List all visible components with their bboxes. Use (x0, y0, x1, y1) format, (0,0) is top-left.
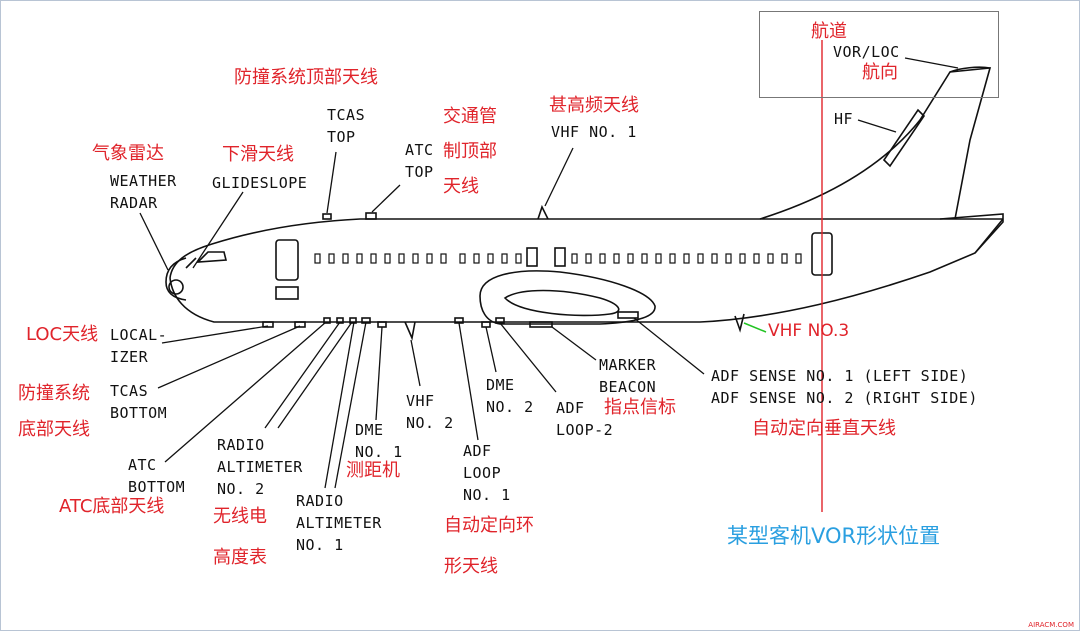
label-atc-top: ATC TOP (405, 141, 434, 181)
wing-fairing (479, 270, 656, 325)
label-dme2: DME NO. 2 (486, 376, 534, 416)
cn-radio-altimeter: 无线电 高度表 (213, 506, 267, 568)
marker-beacon-antenna (529, 321, 553, 328)
hf-antenna (882, 108, 926, 168)
diagram-caption: 某型客机VOR形状位置 (727, 524, 941, 548)
cn-heading: 航道 (811, 21, 847, 42)
cockpit-window (195, 251, 228, 263)
tcas-bottom-antenna (294, 321, 306, 328)
watermark: AIRACM.COM (1028, 621, 1074, 629)
cn-adf-loop: 自动定向环 形天线 (444, 515, 534, 577)
label-vhf1: VHF NO. 1 (551, 123, 637, 141)
cn-dme: 测距机 (346, 460, 400, 481)
label-vhf2: VHF NO. 2 (406, 392, 454, 432)
adf-sense-antenna (617, 311, 639, 319)
label-adf-loop2: ADF LOOP-2 (556, 399, 614, 439)
cn-loc: LOC天线 (26, 324, 99, 345)
cn-glideslope: 下滑天线 (222, 144, 294, 165)
vhf3-leader (743, 322, 767, 333)
label-vhf3: VHF NO.3 (768, 321, 850, 341)
label-atc-bottom: ATC BOTTOM (128, 456, 186, 496)
passenger-windows (314, 253, 802, 264)
overwing-exit-2 (554, 247, 566, 267)
cn-tcas-top: 防撞系统顶部天线 (234, 67, 378, 88)
label-tcas-top: TCAS TOP (327, 106, 366, 146)
label-dme1: DME NO. 1 (355, 421, 403, 461)
cn-marker-beacon: 指点信标 (604, 397, 676, 418)
cn-tcas-bottom: 防撞系统 底部天线 (18, 383, 90, 440)
vertical-tail (759, 67, 992, 220)
forward-door (275, 239, 299, 281)
vhf3-antenna (734, 313, 745, 333)
vhf2-antenna (404, 321, 416, 341)
label-adf-loop1: ADF LOOP NO. 1 (463, 442, 511, 504)
tail-top (949, 66, 991, 73)
leader-lines (139, 57, 959, 489)
cargo-door (275, 286, 299, 300)
cn-adf-sense: 自动定向垂直天线 (752, 418, 896, 439)
cn-atc-top: 交通管 制顶部 天线 (443, 106, 497, 197)
label-glideslope: GLIDESLOPE (212, 174, 308, 192)
wing (503, 289, 620, 317)
weather-radar-antenna (168, 279, 184, 295)
label-radio-altimeter-1: RADIO ALTIMETER NO. 1 (296, 492, 382, 554)
fuselage-bottom (169, 218, 1004, 323)
localizer-antenna (262, 321, 274, 328)
overwing-exit-1 (526, 247, 538, 267)
label-radio-altimeter-2: RADIO ALTIMETER NO. 2 (217, 436, 303, 498)
tcas-top-antenna (322, 213, 332, 220)
radome (165, 257, 187, 301)
label-hf: HF (834, 110, 854, 128)
label-marker-beacon: MARKER BEACON (599, 356, 657, 396)
cn-vhf1: 甚高频天线 (549, 95, 639, 116)
cn-weather-radar: 气象雷达 (92, 143, 164, 164)
vhf1-antenna (537, 204, 549, 220)
cn-course: 航向 (862, 62, 898, 83)
label-tcas-bottom: TCAS BOTTOM (110, 382, 168, 422)
label-vor-loc: VOR/LOC (833, 43, 900, 61)
label-adf-sense: ADF SENSE NO. 1 (LEFT SIDE) ADF SENSE NO… (711, 367, 978, 407)
label-localizer: LOCAL- IZER (110, 326, 168, 366)
horizontal-stabilizer (939, 213, 1004, 254)
label-weather-radar: WEATHER RADAR (110, 172, 177, 212)
fuselage-top (169, 218, 1003, 279)
atc-top-antenna (365, 212, 377, 220)
cn-atc-bottom: ATC底部天线 (59, 496, 165, 517)
vor-loc-inset-box (759, 11, 999, 98)
